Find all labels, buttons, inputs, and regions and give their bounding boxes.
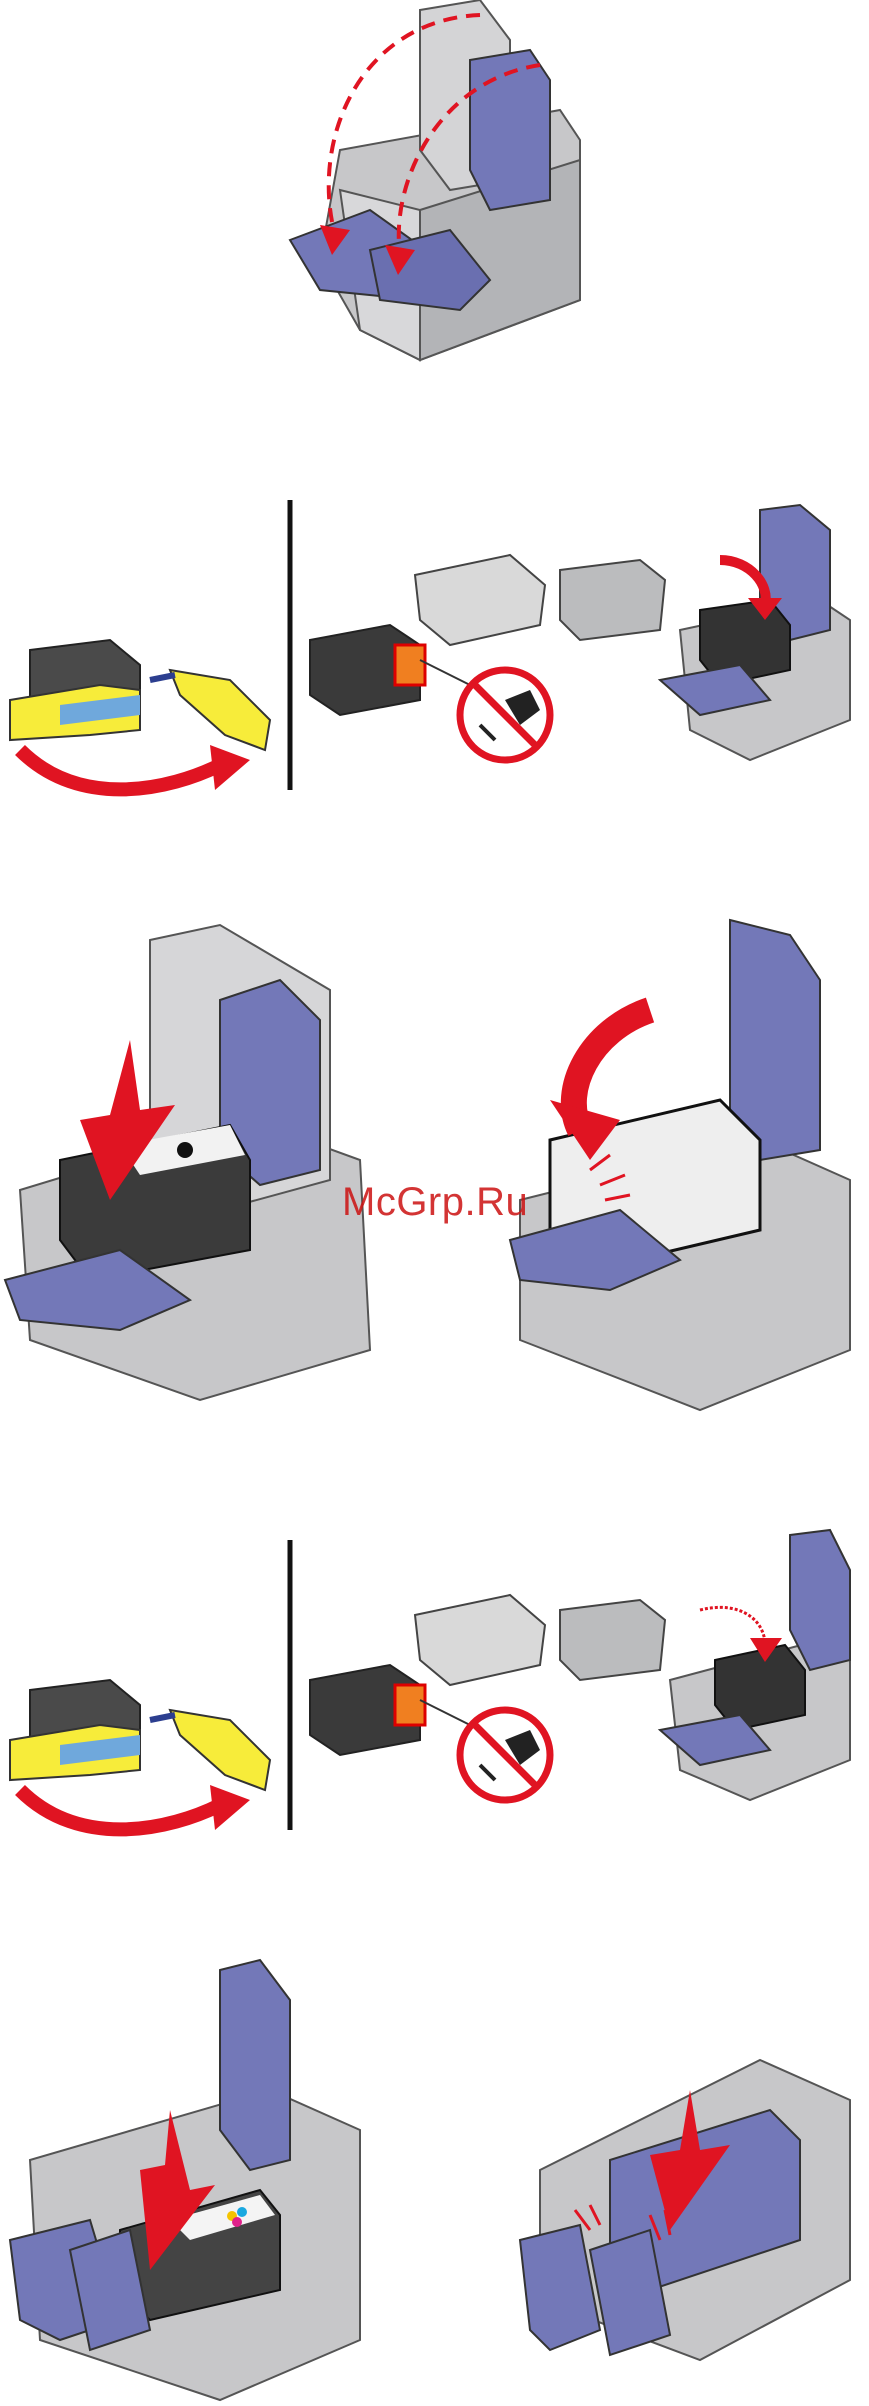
- carriage-color-cartridge-icon: [660, 1530, 850, 1800]
- carriage-left-icon: [10, 1960, 360, 2400]
- do-not-touch-icon: [460, 1710, 550, 1800]
- carriage-right-icon: [510, 920, 850, 1410]
- insert-color-cartridge-icon: [0, 1960, 869, 2406]
- carriage-left-icon: [5, 925, 370, 1400]
- illustration-step-3: [0, 920, 869, 1430]
- cartridge-with-tape-icon: [10, 640, 270, 750]
- illustration-step-2: [0, 490, 869, 800]
- do-not-touch-icon: [460, 670, 550, 760]
- carriage-open-lids-icon: [280, 0, 600, 370]
- cartridge-shell-icon: [415, 555, 545, 645]
- watermark-text: McGrp.Ru: [342, 1180, 528, 1225]
- cartridge-shell-icon: [415, 1595, 545, 1685]
- carriage-right-icon: [520, 2060, 850, 2360]
- remove-tape-color-cartridge-icon: [0, 1530, 869, 1840]
- carriage-black-cartridge-icon: [660, 505, 850, 760]
- cartridge-contacts-icon: [310, 1665, 425, 1755]
- insert-black-cartridge-icon: [0, 920, 869, 1430]
- illustration-step-4: [0, 1530, 869, 1840]
- illustration-step-5: [0, 1960, 869, 2406]
- cartridge-shell-icon: [560, 560, 665, 640]
- cartridge-shell-icon: [560, 1600, 665, 1680]
- remove-tape-black-cartridge-icon: [0, 490, 869, 800]
- cartridge-contacts-icon: [310, 625, 425, 715]
- illustration-step-1: [280, 0, 600, 370]
- cartridge-with-tape-icon: [10, 1680, 270, 1790]
